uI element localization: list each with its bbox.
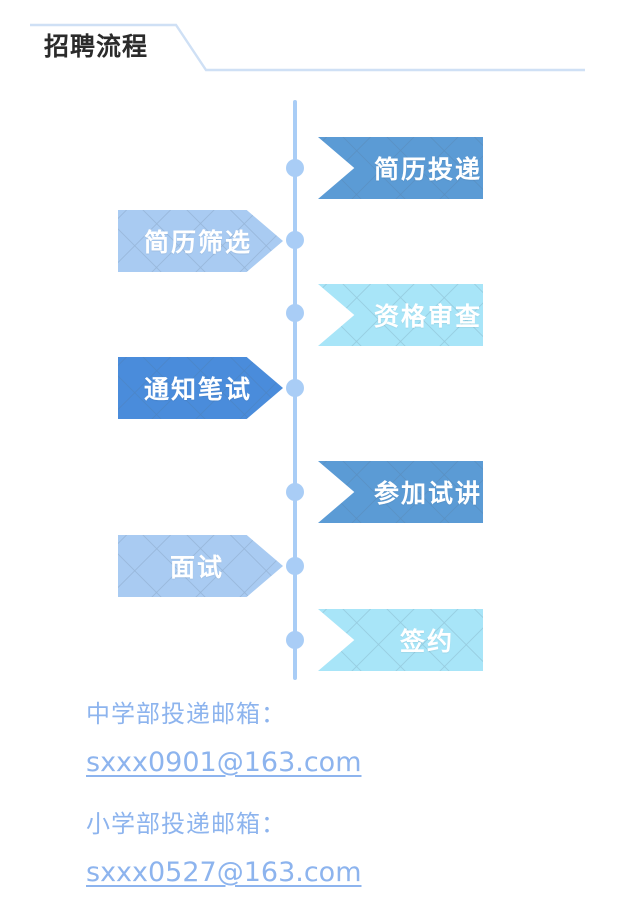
timeline-dot-1 <box>286 159 304 177</box>
flow-step-4-label: 通知笔试 <box>144 375 253 404</box>
contact-block-primary-school: 小学部投递邮箱： sxxx0527@163.com <box>0 804 621 888</box>
page-header: 招聘流程 <box>0 0 621 95</box>
flow-step-4[interactable]: 通知笔试 <box>118 357 283 419</box>
middle-school-email-link[interactable]: sxxx0901@163.com <box>86 747 362 778</box>
primary-school-email-link[interactable]: sxxx0527@163.com <box>86 857 362 888</box>
contact-block-middle-school: 中学部投递邮箱： sxxx0901@163.com <box>0 694 621 778</box>
timeline-dot-2 <box>286 231 304 249</box>
timeline-dot-4 <box>286 379 304 397</box>
timeline-dot-3 <box>286 304 304 322</box>
flow-step-3[interactable]: 资格审查 <box>318 284 483 346</box>
flow-step-6-label: 面试 <box>170 553 225 582</box>
flow-step-5[interactable]: 参加试讲 <box>318 461 483 523</box>
recruitment-flow-timeline: 简历投递 简历筛选 资格审查 通知笔试 参加试讲 面试 签约 <box>118 100 483 680</box>
flow-step-3-label: 资格审查 <box>374 302 483 331</box>
flow-step-7-label: 签约 <box>400 627 455 656</box>
contact-section: 中学部投递邮箱： sxxx0901@163.com 小学部投递邮箱： sxxx0… <box>0 694 621 914</box>
timeline-dot-6 <box>286 557 304 575</box>
flow-step-5-label: 参加试讲 <box>374 479 483 508</box>
timeline-dot-5 <box>286 483 304 501</box>
page-title: 招聘流程 <box>44 32 149 61</box>
flow-step-7[interactable]: 签约 <box>318 609 483 671</box>
flow-step-2[interactable]: 简历筛选 <box>118 210 283 272</box>
flow-step-1-label: 简历投递 <box>374 155 483 184</box>
timeline-dot-7 <box>286 631 304 649</box>
header-rule-icon <box>30 23 585 72</box>
middle-school-email-label: 中学部投递邮箱： <box>86 700 286 728</box>
flow-step-6[interactable]: 面试 <box>118 535 283 597</box>
primary-school-email-label: 小学部投递邮箱： <box>86 810 286 838</box>
flow-step-2-label: 简历筛选 <box>144 228 253 257</box>
flow-step-1[interactable]: 简历投递 <box>318 137 483 199</box>
